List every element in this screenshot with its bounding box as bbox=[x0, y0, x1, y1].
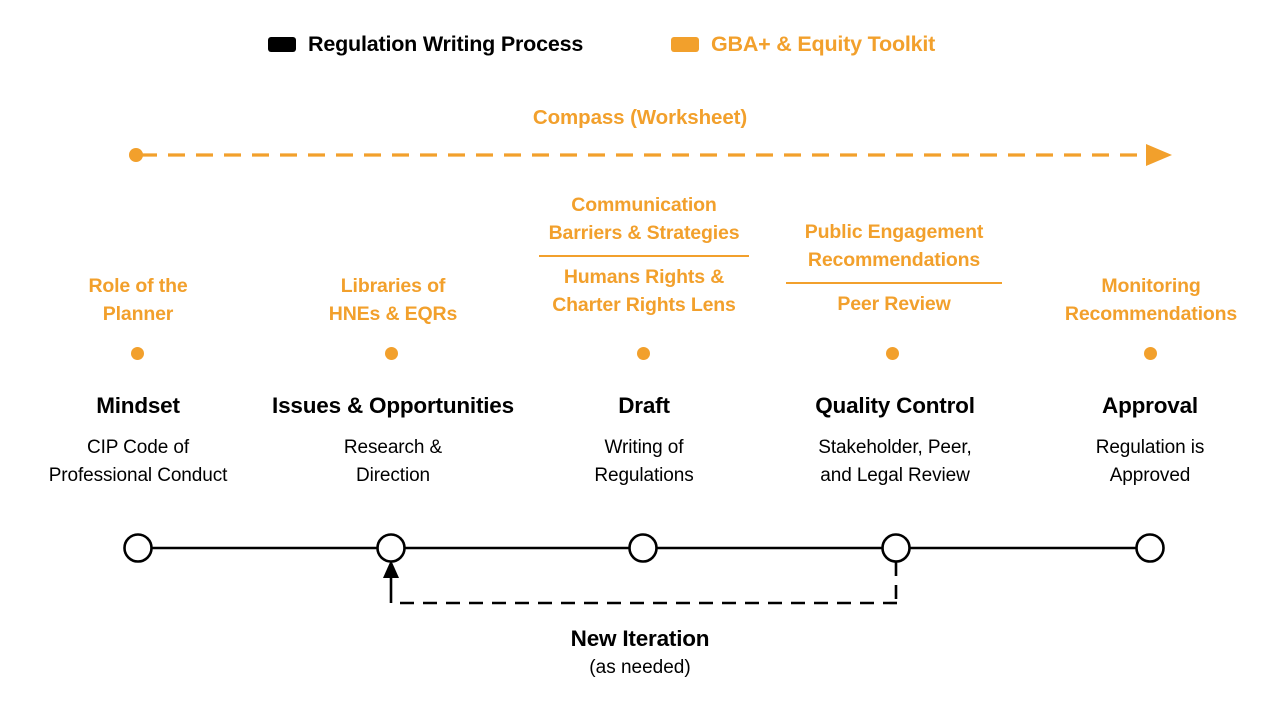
toolkit-header-line: Libraries of bbox=[340, 275, 446, 297]
toolkit-header-communication-barriers-strategies: Communication Barriers & Strategies Huma… bbox=[519, 191, 769, 319]
timeline-node-draft bbox=[628, 533, 658, 563]
stage-desc-issues-opportunities: Research & Direction bbox=[253, 434, 533, 489]
stage-column-approval: Approval Regulation is Approved bbox=[1030, 393, 1270, 489]
timeline-node-mindset bbox=[123, 533, 153, 563]
stage-desc-line: Regulations bbox=[594, 464, 694, 486]
legend: Regulation Writing Process GBA+ & Equity… bbox=[0, 32, 1280, 68]
stage-desc-line: Research & bbox=[343, 437, 443, 458]
stage-column-draft: Draft Writing of Regulations bbox=[524, 393, 764, 489]
stage-desc-line: Approved bbox=[1109, 464, 1191, 486]
toolkit-header-role-of-the-planner: Role of the Planner bbox=[48, 272, 228, 329]
connector-dot-quality-control bbox=[886, 347, 899, 360]
toolkit-header-line: Recommendations bbox=[807, 249, 981, 272]
toolkit-header-line: Planner bbox=[102, 303, 174, 326]
connector-dot-issues-opportunities bbox=[385, 347, 398, 360]
stage-title-issues-opportunities: Issues & Opportunities bbox=[272, 393, 514, 418]
timeline-node-issues-opportunities bbox=[376, 533, 406, 563]
stage-title-mindset: Mindset bbox=[96, 393, 180, 418]
new-iteration-subtitle: (as needed) bbox=[589, 657, 691, 678]
stage-desc-line: and Legal Review bbox=[820, 464, 970, 486]
toolkit-header-line: Peer Review bbox=[837, 292, 951, 315]
toolkit-header-line: Charter Rights Lens bbox=[552, 293, 736, 316]
stage-title-draft: Draft bbox=[618, 393, 670, 418]
connector-dot-mindset bbox=[131, 347, 144, 360]
stage-desc-line: Writing of bbox=[604, 437, 684, 458]
process-timeline bbox=[123, 533, 1165, 605]
new-iteration-feedback-loop bbox=[383, 560, 898, 605]
stage-column-mindset: Mindset CIP Code of Professional Conduct bbox=[18, 393, 258, 489]
legend-swatch-orange-square-icon bbox=[671, 37, 699, 52]
legend-label-regulation-writing-process: Regulation Writing Process bbox=[308, 32, 584, 56]
toolkit-header-line: HNEs & EQRs bbox=[328, 303, 458, 326]
timeline-node-approval bbox=[1135, 533, 1165, 563]
toolkit-header-divider bbox=[786, 281, 1002, 284]
toolkit-header-divider bbox=[539, 254, 749, 257]
compass-dashed-arrow-icon bbox=[129, 144, 1172, 166]
toolkit-header-monitoring-recommendations: Monitoring Recommendations bbox=[1036, 272, 1266, 329]
stage-title-approval: Approval bbox=[1102, 393, 1198, 418]
toolkit-header-line: Role of the bbox=[88, 275, 188, 297]
toolkit-header-line: Humans Rights & bbox=[563, 265, 725, 288]
new-iteration-title: New Iteration bbox=[570, 626, 710, 651]
stage-title-quality-control: Quality Control bbox=[815, 393, 975, 418]
stage-desc-approval: Regulation is Approved bbox=[1030, 434, 1270, 489]
toolkit-header-line: Communication bbox=[571, 194, 717, 216]
stage-desc-draft: Writing of Regulations bbox=[524, 434, 764, 489]
toolkit-header-libraries-of-hnes-eqrs: Libraries of HNEs & EQRs bbox=[300, 272, 486, 329]
stage-column-issues-opportunities: Issues & Opportunities Research & Direct… bbox=[253, 393, 533, 489]
legend-item-regulation-writing-process: Regulation Writing Process bbox=[268, 32, 583, 57]
stage-desc-quality-control: Stakeholder, Peer, and Legal Review bbox=[772, 434, 1018, 489]
new-iteration-caption: New Iteration (as needed) bbox=[0, 626, 1280, 679]
stage-desc-line: CIP Code of bbox=[86, 437, 190, 458]
toolkit-header-line: Barriers & Strategies bbox=[548, 222, 740, 245]
stage-desc-line: Regulation is bbox=[1095, 437, 1205, 458]
legend-label-gba-equity-toolkit: GBA+ & Equity Toolkit bbox=[711, 32, 936, 56]
connector-dot-draft bbox=[637, 347, 650, 360]
toolkit-header-line: Public Engagement bbox=[804, 221, 984, 243]
toolkit-header-public-engagement-recommendations: Public Engagement Recommendations Peer R… bbox=[771, 218, 1017, 318]
toolkit-header-line: Recommendations bbox=[1064, 303, 1238, 326]
stage-column-quality-control: Quality Control Stakeholder, Peer, and L… bbox=[772, 393, 1018, 489]
connector-dot-approval bbox=[1144, 347, 1157, 360]
stage-desc-line: Stakeholder, Peer, bbox=[818, 437, 972, 458]
stage-desc-line: Professional Conduct bbox=[48, 464, 228, 486]
timeline-node-quality-control bbox=[881, 533, 911, 563]
legend-swatch-black-square-icon bbox=[268, 37, 296, 52]
compass-title: Compass (Worksheet) bbox=[532, 106, 748, 129]
stage-desc-line: Direction bbox=[355, 464, 431, 486]
legend-item-gba-equity-toolkit: GBA+ & Equity Toolkit bbox=[671, 32, 935, 57]
toolkit-header-line: Monitoring bbox=[1101, 275, 1201, 297]
stage-desc-mindset: CIP Code of Professional Conduct bbox=[18, 434, 258, 489]
